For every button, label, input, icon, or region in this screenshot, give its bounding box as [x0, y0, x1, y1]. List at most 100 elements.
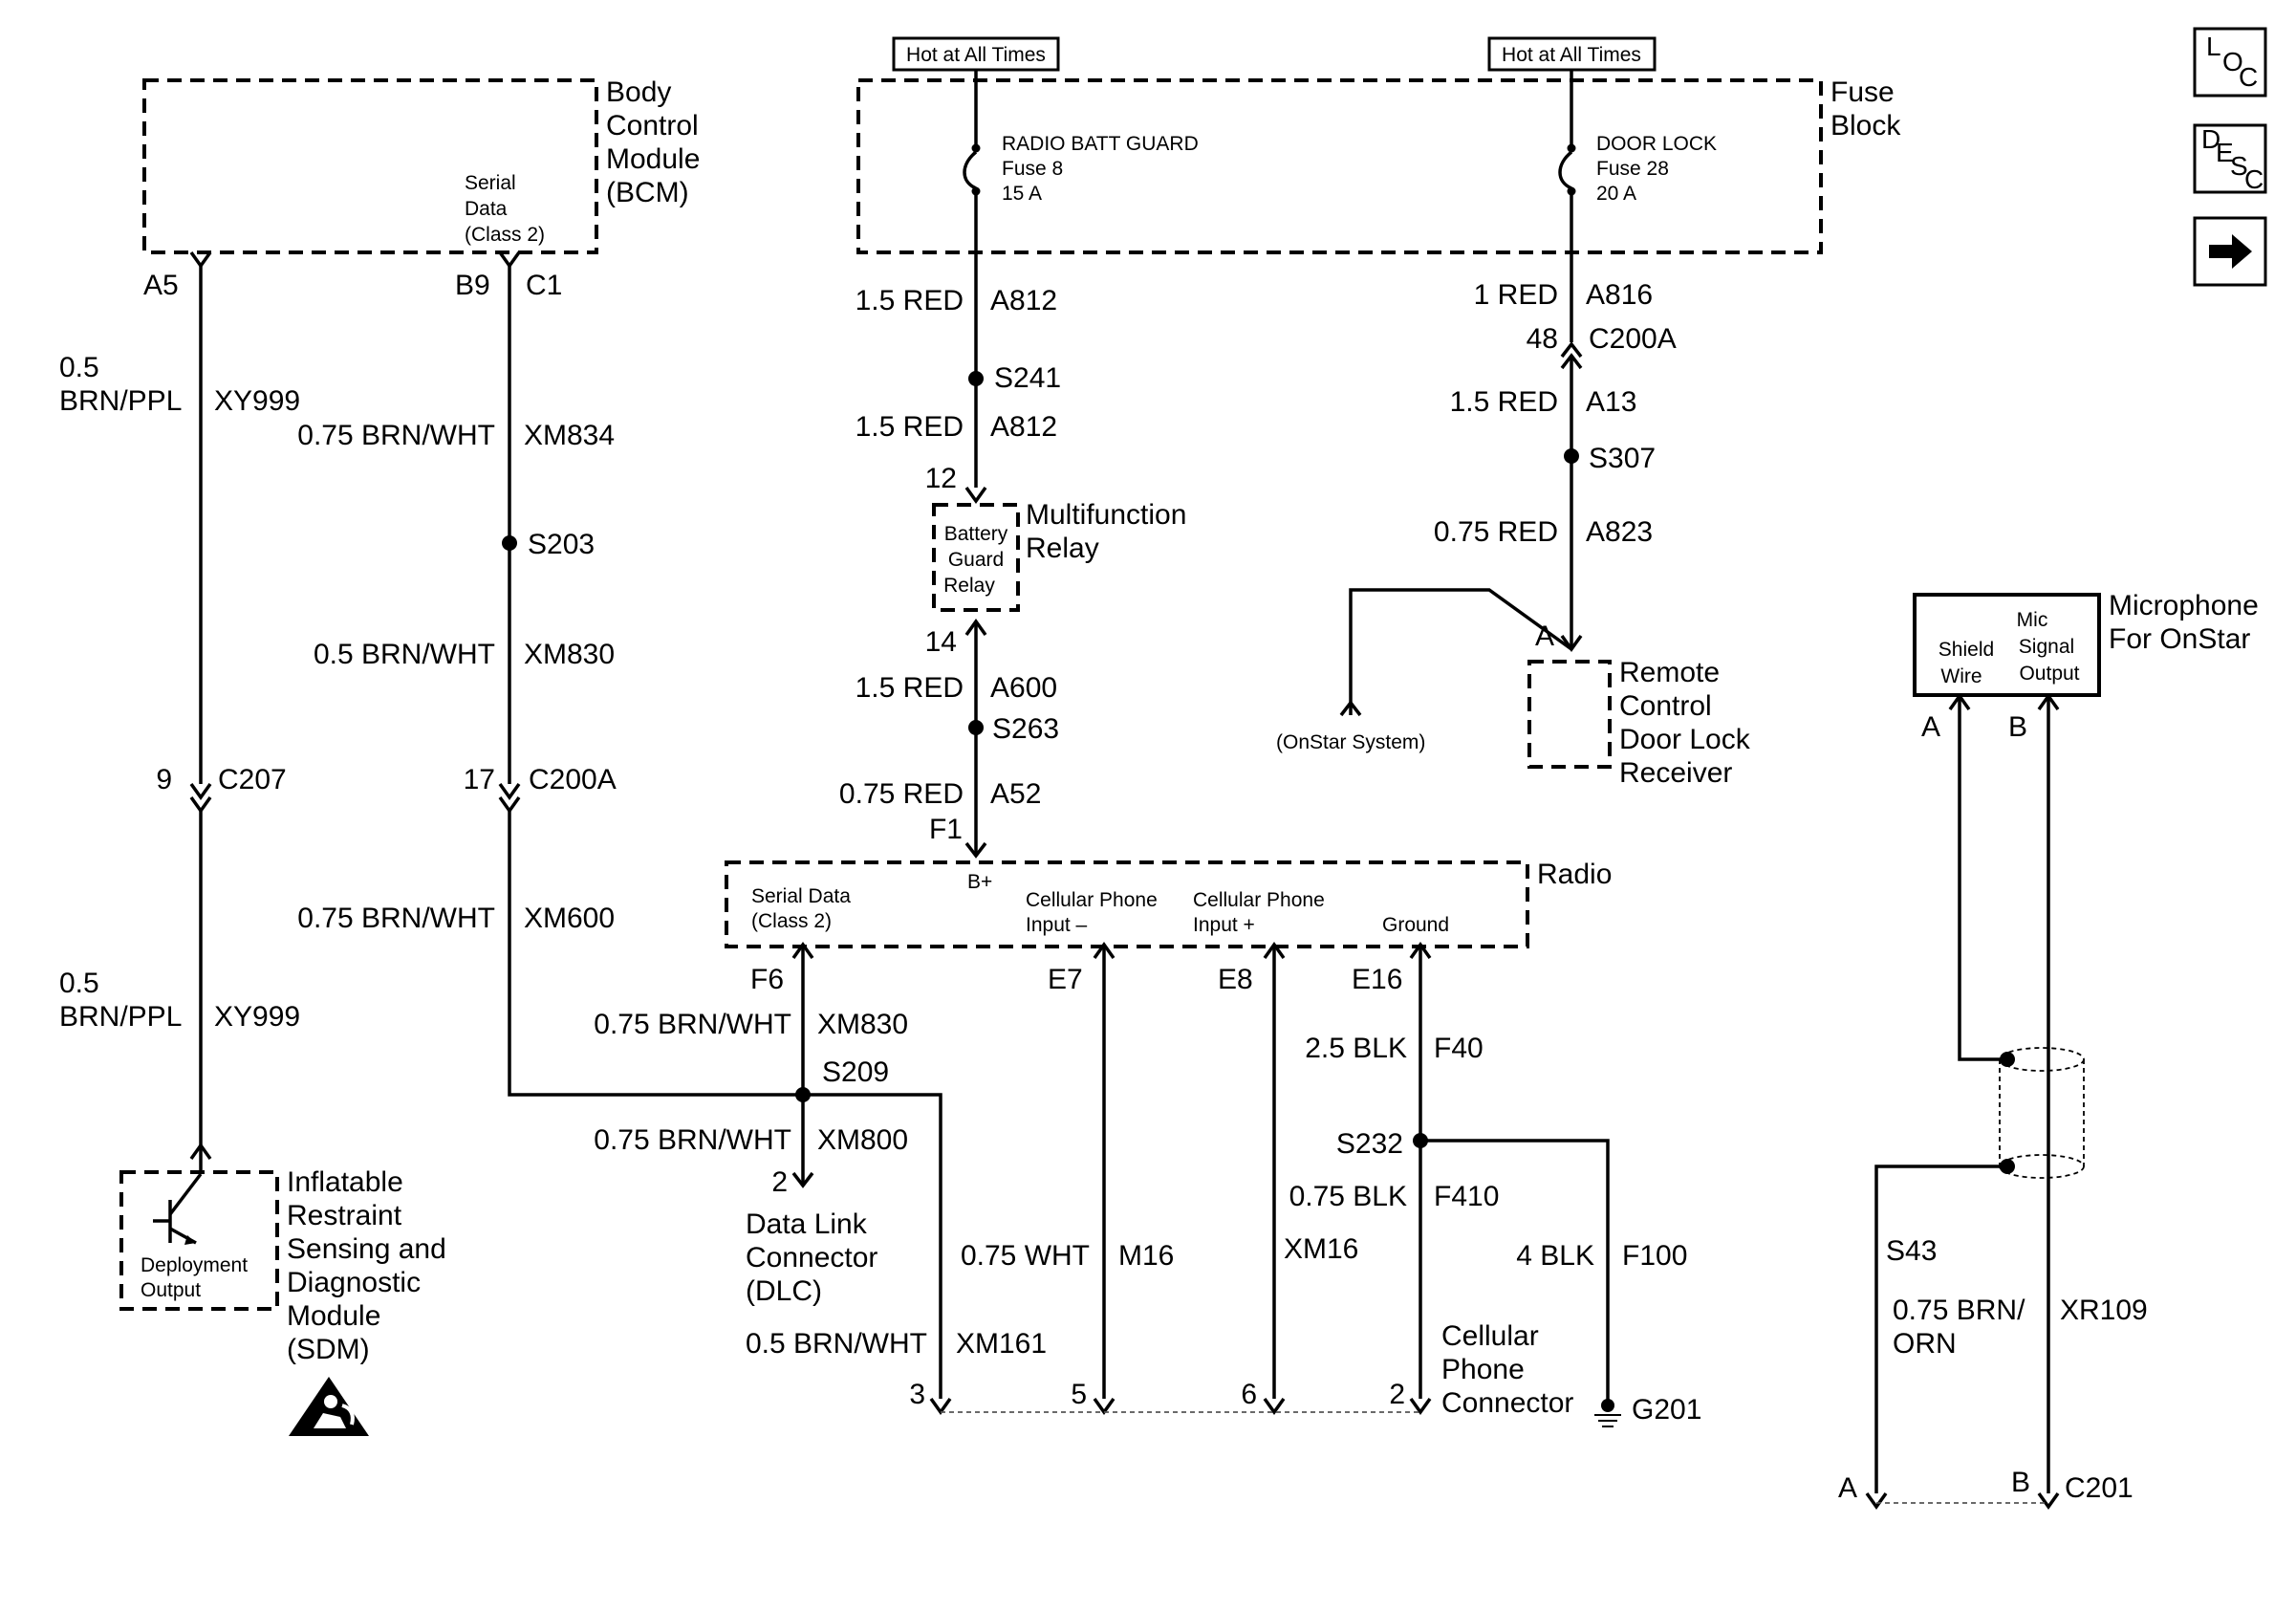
m16-circuit: M16 — [1118, 1240, 1174, 1272]
sdm-inner-2: Output — [141, 1279, 201, 1301]
xy999-gauge-bottom: 0.5 — [59, 968, 99, 999]
bcm-label-2: Control — [606, 110, 699, 142]
airbag-warning-icon — [289, 1377, 369, 1436]
xm830-gauge-left: 0.5 BRN/WHT — [314, 639, 495, 670]
a52-gauge: 0.75 RED — [839, 778, 964, 810]
radio-pin-e16: E16 — [1352, 964, 1402, 995]
conn-pin-2: 2 — [1389, 1379, 1405, 1410]
f40-gauge: 2.5 BLK — [1305, 1033, 1407, 1064]
desc-icon-e: E — [2216, 138, 2234, 167]
relay-inner-2: Guard — [948, 549, 1004, 571]
relay-pin-12: 12 — [925, 463, 957, 494]
bcm-label-3: Module — [606, 143, 700, 175]
sdm-inner-1: Deployment — [141, 1254, 248, 1276]
xy999-circuit-bottom: XY999 — [214, 1001, 300, 1033]
radio-ground: Ground — [1382, 914, 1449, 936]
mic-shield-1: Shield — [1939, 639, 1994, 661]
splice-s43: S43 — [1886, 1235, 1937, 1267]
radio-cell-plus-1: Cellular Phone — [1193, 889, 1325, 911]
xy999-color-bottom: BRN/PPL — [59, 1001, 182, 1033]
fuse8-name: RADIO BATT GUARD — [1002, 133, 1199, 155]
radio-bplus: B+ — [967, 871, 992, 893]
m16-gauge: 0.75 WHT — [961, 1240, 1090, 1272]
wire-xy999 — [189, 250, 212, 1172]
radio-cell-plus-2: Input + — [1193, 914, 1255, 936]
radio-pin-e8: E8 — [1218, 964, 1253, 995]
splice-s209: S209 — [822, 1056, 889, 1088]
wire-mic-shield — [1865, 692, 2015, 1511]
relay-label-2: Relay — [1026, 533, 1099, 564]
a823-circuit: A823 — [1586, 516, 1653, 548]
radio-serial-2: (Class 2) — [751, 910, 832, 932]
mic-shield-2: Wire — [1940, 665, 1982, 687]
relay-inner-1: Battery — [944, 523, 1008, 545]
radio-cell-minus-2: Input – — [1026, 914, 1088, 936]
a600-circuit: A600 — [990, 672, 1057, 704]
fuse-8: RADIO BATT GUARD Fuse 8 15 A — [963, 70, 1199, 205]
dlc-pin-2: 2 — [771, 1166, 788, 1198]
conn-pin-3: 3 — [909, 1379, 925, 1410]
xm600-gauge: 0.75 BRN/WHT — [297, 903, 495, 934]
body-control-module: Body Control Module (BCM) Serial Data (C… — [142, 76, 700, 301]
f100-gauge: 4 BLK — [1516, 1240, 1594, 1272]
transistor-icon — [153, 1172, 203, 1245]
xm161-circuit: XM161 — [956, 1328, 1047, 1360]
xm16-circuit: XM16 — [1284, 1233, 1358, 1265]
relay-inner-3: Relay — [943, 575, 995, 597]
bcm-label-4: (BCM) — [606, 177, 689, 208]
a812-gauge-top: 1.5 RED — [856, 285, 964, 316]
fuse28-rating: 20 A — [1596, 183, 1636, 205]
cell-conn-label-3: Connector — [1441, 1387, 1573, 1419]
desc-icon-c: C — [2244, 164, 2264, 194]
xy999-color-top: BRN/PPL — [59, 385, 182, 417]
hot-label-right: Hot at All Times — [1502, 44, 1641, 66]
wire-xm16 — [1263, 941, 1286, 1416]
a13-gauge: 1.5 RED — [1450, 386, 1558, 418]
xm830-circuit-right: XM830 — [817, 1009, 908, 1040]
fuse28-name: DOOR LOCK — [1596, 133, 1717, 155]
remote-door-lock-receiver: Remote Control Door Lock Receiver — [1527, 657, 1751, 789]
conn-pin-5: 5 — [1071, 1379, 1087, 1410]
a816-circuit: A816 — [1586, 279, 1653, 311]
f100-circuit: F100 — [1622, 1240, 1687, 1272]
relay-label-1: Multifunction — [1026, 499, 1186, 531]
splice-s241: S241 — [994, 362, 1061, 394]
splice-s232: S232 — [1336, 1128, 1403, 1160]
splice-s203: S203 — [528, 529, 595, 560]
receiver-label-3: Door Lock — [1619, 724, 1751, 755]
xr109-circuit: XR109 — [2060, 1295, 2148, 1326]
bcm-pin-a5: A5 — [143, 270, 179, 301]
right-arrow-icon[interactable] — [2193, 216, 2267, 287]
loc-icon-c: C — [2239, 62, 2258, 92]
relay-pin-14: 14 — [925, 626, 957, 658]
connector-c201: A B C201 — [1838, 1467, 2134, 1504]
a13-circuit: A13 — [1586, 386, 1636, 418]
ground-g201: G201 — [1632, 1394, 1701, 1426]
desc-icon[interactable]: D E S C — [2193, 123, 2267, 194]
xm600-circuit: XM600 — [524, 903, 615, 934]
desc-icon-d: D — [2201, 124, 2220, 154]
a52-circuit: A52 — [990, 778, 1041, 810]
radio-label: Radio — [1537, 859, 1612, 890]
splice-s307: S307 — [1589, 443, 1656, 474]
xr109-gauge-2: ORN — [1893, 1328, 1957, 1360]
mic-label-2: For OnStar — [2109, 623, 2250, 655]
f410-gauge: 0.75 BLK — [1289, 1181, 1407, 1212]
desc-icon-s: S — [2230, 151, 2248, 181]
c207-label: C207 — [218, 764, 287, 795]
sdm-label-2: Restraint — [287, 1200, 402, 1231]
wire-radio-feed — [964, 191, 987, 859]
radio-module: Radio B+ Serial Data (Class 2) Cellular … — [725, 859, 1612, 995]
loc-icon[interactable]: L O C — [2193, 27, 2267, 98]
sdm-label-6: (SDM) — [287, 1334, 370, 1365]
xr109-gauge-1: 0.75 BRN/ — [1893, 1295, 2025, 1326]
a812-circuit-top: A812 — [990, 285, 1057, 316]
xy999-circuit-top: XY999 — [214, 385, 300, 417]
a823-gauge: 0.75 RED — [1434, 516, 1558, 548]
c201-pin-a: A — [1838, 1472, 1857, 1504]
c200a-label-right: C200A — [1589, 323, 1677, 355]
dlc-label-2: Connector — [746, 1242, 877, 1274]
multifunction-relay: Battery Guard Relay Multifunction Relay — [932, 499, 1186, 612]
ground-icon — [1594, 1414, 1621, 1427]
